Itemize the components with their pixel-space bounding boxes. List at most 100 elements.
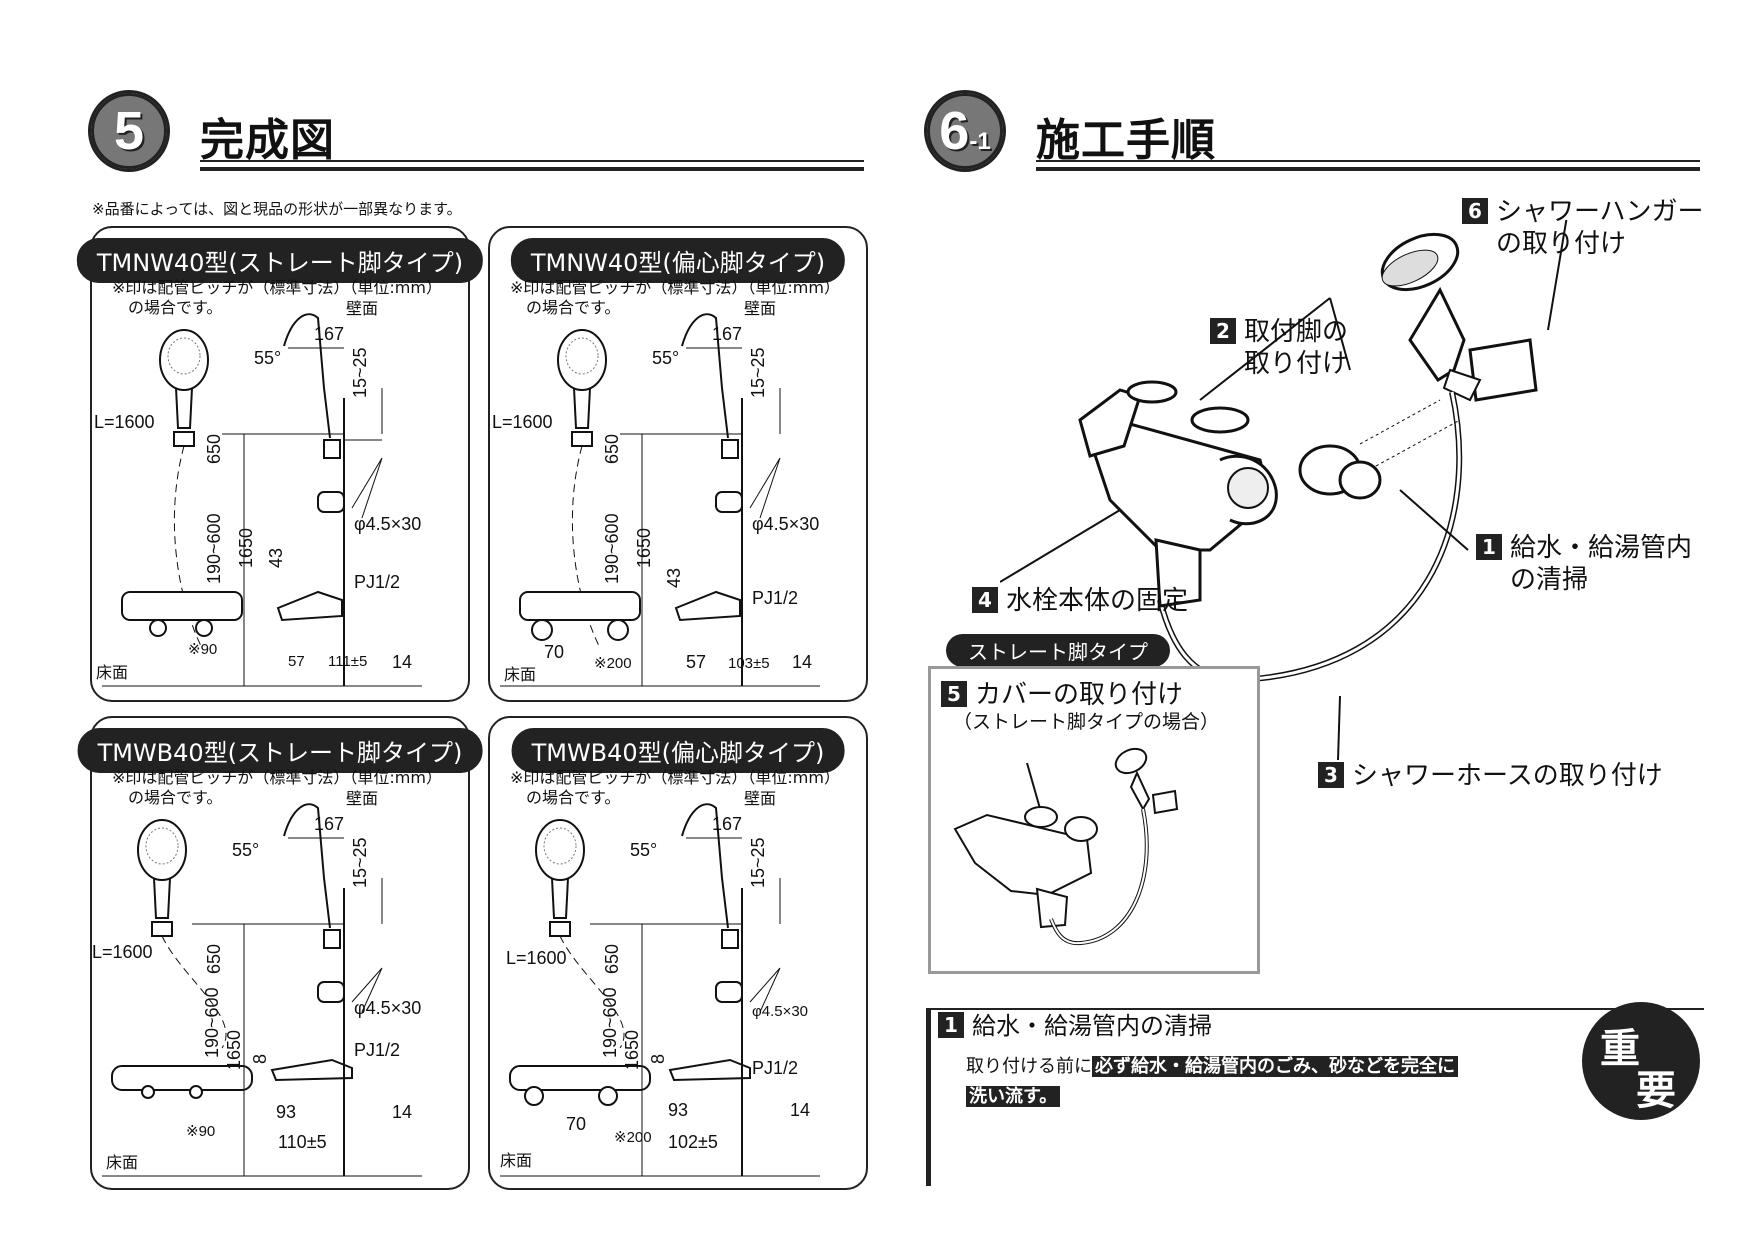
label-wall: 壁面 [744, 299, 776, 318]
section-6-number: 6 [939, 101, 970, 161]
step-2-line2: 取り付け [1244, 349, 1349, 379]
label-pj: PJ1/2 [354, 1040, 400, 1060]
step-5-number: 5 [941, 681, 967, 707]
label-hose: L=1600 [492, 412, 553, 432]
label-70: 70 [544, 642, 564, 662]
label-1650: 1650 [224, 1030, 244, 1070]
section-5-number: 5 [113, 101, 145, 161]
label-pitch: ※200 [594, 655, 632, 672]
panel-note: ※印は配管ピッチが（標準寸法）（単位:mm）の場合です。 [112, 768, 442, 808]
label-650: 650 [602, 944, 622, 974]
panel-note-line2: の場合です。 [128, 788, 223, 807]
cleaning-section-bar [926, 1008, 931, 1186]
label-57: 57 [288, 653, 305, 670]
label-wall: 壁面 [346, 789, 378, 808]
faucet-body-icon [1078, 380, 1382, 608]
label-190-600: 190~600 [204, 513, 224, 584]
label-1650: 1650 [622, 1030, 642, 1070]
section-5-rule [200, 160, 864, 171]
panel-note: ※印は配管ピッチが（標準寸法）（単位:mm）の場合です。 [510, 768, 840, 808]
label-pitch: ※200 [614, 1129, 652, 1146]
label-pitch: ※90 [186, 1123, 215, 1140]
section-5-badge: 5 [88, 90, 170, 172]
panel-note-line1: ※印は配管ピッチが（標準寸法）（単位:mm） [112, 768, 442, 787]
label-1650: 1650 [236, 528, 256, 568]
panel-title: TMWB40型(偏心脚タイプ) [511, 728, 845, 773]
label-103: 103±5 [728, 655, 770, 672]
label-167: 167 [712, 814, 742, 834]
step-1-number: 1 [1476, 534, 1502, 560]
diagram-panel-4: TMWB40型(偏心脚タイプ) ※印は配管ピッチが（標準寸法）（単位:mm）の場… [488, 716, 868, 1190]
label-8: 8 [648, 1054, 668, 1064]
step-1-line2: の清掃 [1510, 565, 1589, 595]
importance-char-1: 重 [1600, 1026, 1640, 1072]
panel-note-line2: の場合です。 [526, 788, 621, 807]
panel-note-line1: ※印は配管ピッチが（標準寸法）（単位:mm） [112, 278, 442, 297]
label-14: 14 [790, 1100, 810, 1120]
label-screw: φ4.5×30 [752, 514, 819, 534]
label-hose: L=1600 [506, 948, 567, 968]
label-15-25: 15~25 [748, 837, 768, 888]
cleaning-section-rule [926, 1008, 1704, 1010]
label-hose: L=1600 [92, 942, 153, 962]
step-6-line2: の取り付け [1496, 229, 1627, 259]
label-angle: 55° [652, 348, 679, 368]
label-angle: 55° [254, 348, 281, 368]
label-pj: PJ1/2 [752, 1058, 798, 1078]
label-1650: 1650 [634, 528, 654, 568]
panel-title: TMNW40型(ストレート脚タイプ) [76, 238, 484, 283]
step-6-number: 6 [1462, 198, 1488, 224]
label-111: 111±5 [328, 653, 367, 670]
section-5-title: 完成図 [200, 115, 335, 166]
label-screw: φ4.5×30 [354, 514, 421, 534]
label-650: 650 [204, 434, 224, 464]
step-3-line1: シャワーホースの取り付け [1352, 761, 1663, 791]
step-2-line1: 取付脚の [1244, 317, 1349, 347]
dimension-drawing: 壁面 167 15~25 55° L=1600 650 1650 190~600… [492, 299, 820, 687]
importance-char-2: 要 [1636, 1068, 1676, 1114]
panel-note-line1: ※印は配管ピッチが（標準寸法）（単位:mm） [510, 278, 840, 297]
cleaning-number: 1 [938, 1012, 964, 1038]
label-pitch: ※90 [188, 641, 217, 658]
cleaning-lead: 取り付ける前に [966, 1056, 1092, 1077]
step-4-number: 4 [972, 587, 998, 613]
label-43: 43 [664, 568, 684, 588]
label-15-25: 15~25 [350, 347, 370, 398]
section-6-rule [1036, 160, 1700, 171]
importance-badge: 重 要 [1582, 1002, 1700, 1120]
step-5-line1: カバーの取り付け [975, 680, 1184, 710]
label-floor: 床面 [500, 1151, 532, 1170]
label-167: 167 [712, 324, 742, 344]
cleaning-body: 取り付ける前に必ず給水・給湯管内のごみ、砂などを完全に 洗い流す。 [966, 1052, 1458, 1112]
label-wall: 壁面 [346, 299, 378, 318]
panel-title: TMWB40型(ストレート脚タイプ) [77, 728, 483, 773]
dimension-drawing: 壁面 167 15~25 55° L=1600 650 1650 190~600… [94, 299, 422, 687]
label-93: 93 [668, 1100, 688, 1120]
cleaning-highlight-2: 洗い流す。 [966, 1086, 1061, 1107]
cleaning-highlight-1: 必ず給水・給湯管内のごみ、砂などを完全に [1092, 1056, 1458, 1077]
label-110: 110±5 [278, 1132, 327, 1152]
label-70: 70 [566, 1114, 586, 1134]
label-floor: 床面 [504, 665, 536, 684]
section-6-title: 施工手順 [1036, 115, 1216, 166]
dimension-drawing: 壁面 167 15~25 55° L=1600 650 1650 190~600… [92, 789, 422, 1177]
label-57: 57 [686, 652, 706, 672]
label-angle: 55° [232, 840, 259, 860]
label-102: 102±5 [668, 1132, 718, 1152]
panel-note-line2: の場合です。 [526, 298, 621, 317]
label-angle: 55° [630, 840, 657, 860]
diagram-panel-3: TMWB40型(ストレート脚タイプ) ※印は配管ピッチが（標準寸法）（単位:mm… [77, 716, 483, 1190]
panel-note-line2: の場合です。 [128, 298, 223, 317]
panel-note: ※印は配管ピッチが（標準寸法）（単位:mm）の場合です。 [112, 278, 442, 318]
label-43: 43 [266, 548, 286, 568]
label-hose: L=1600 [94, 412, 155, 432]
label-650: 650 [602, 434, 622, 464]
label-190-600: 190~600 [600, 987, 620, 1058]
section-6-suffix: -1 [969, 128, 991, 155]
shower-hanger-icon [1442, 338, 1538, 402]
faucet-assembly-illustration [1000, 220, 1568, 760]
label-floor: 床面 [96, 663, 128, 682]
diagram-panel-1: TMNW40型(ストレート脚タイプ) ※印は配管ピッチが（標準寸法）（単位:mm… [76, 226, 484, 702]
